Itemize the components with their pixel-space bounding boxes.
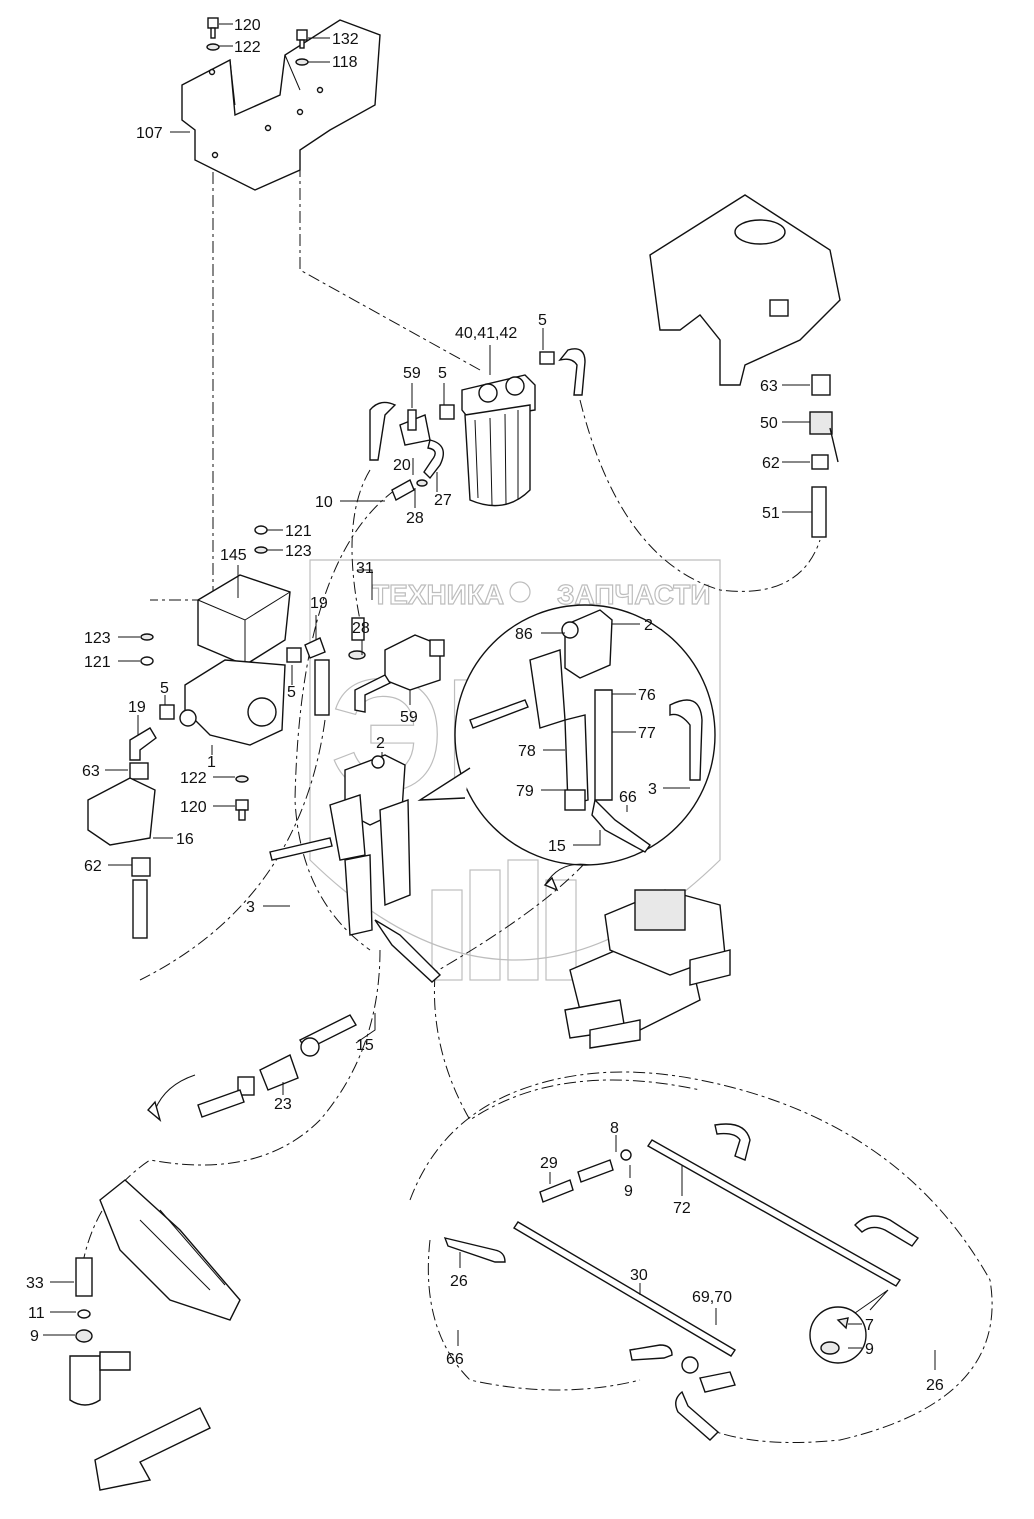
callout-23: 23 xyxy=(274,1096,292,1113)
callout-123-left: 123 xyxy=(84,630,111,647)
callout-9-mid: 9 xyxy=(624,1183,633,1200)
nozzle-detail-circle xyxy=(809,1289,889,1364)
callout-51: 51 xyxy=(762,505,780,522)
machine-cover xyxy=(649,194,841,386)
callout-66-detail: 66 xyxy=(619,789,637,806)
callout-3-left: 3 xyxy=(246,899,255,916)
callout-120-left: 120 xyxy=(180,799,207,816)
callout-62-left: 62 xyxy=(84,858,102,875)
callout-145: 145 xyxy=(220,547,247,564)
callout-78: 78 xyxy=(518,743,536,760)
nozzle-stack-33 xyxy=(69,1257,131,1406)
bracket-107 xyxy=(181,19,381,191)
callout-29: 29 xyxy=(540,1155,558,1172)
callout-7: 7 xyxy=(865,1317,874,1334)
callout-59-top: 59 xyxy=(403,365,421,382)
callout-40-41-42: 40,41,42 xyxy=(455,325,517,342)
callout-66-bottom: 66 xyxy=(446,1351,464,1368)
callout-16: 16 xyxy=(176,831,194,848)
coupling-23 xyxy=(197,1054,299,1118)
callout-121-top: 121 xyxy=(285,523,312,540)
gear-icon xyxy=(509,581,531,603)
callout-26-left: 26 xyxy=(450,1273,468,1290)
callout-120-top: 120 xyxy=(234,17,261,34)
callout-11: 11 xyxy=(28,1305,45,1322)
callout-33: 33 xyxy=(26,1275,44,1292)
water-filter xyxy=(461,374,536,507)
callout-63-right: 63 xyxy=(760,378,778,395)
callout-79: 79 xyxy=(516,783,534,800)
flow-arrow-bottom xyxy=(94,1407,211,1491)
watermark-left-text: ТЕХНИКА xyxy=(372,579,504,610)
callout-63-left: 63 xyxy=(82,763,100,780)
callout-107: 107 xyxy=(136,125,163,142)
callout-132: 132 xyxy=(332,31,359,48)
callout-77: 77 xyxy=(638,725,656,742)
callout-5-left: 5 xyxy=(160,680,169,697)
callout-27: 27 xyxy=(434,492,452,509)
callout-69-70: 69,70 xyxy=(692,1289,732,1306)
callout-50: 50 xyxy=(760,415,778,432)
left-fittings xyxy=(87,525,268,939)
callout-20: 20 xyxy=(393,457,411,474)
callout-9-right: 9 xyxy=(865,1341,874,1358)
filter-hoses xyxy=(369,348,586,501)
callout-10: 10 xyxy=(315,494,333,511)
spray-bar-30 xyxy=(443,1221,736,1441)
spray-bar-72 xyxy=(646,1123,920,1287)
callout-118: 118 xyxy=(332,54,358,71)
callout-62-right: 62 xyxy=(762,455,780,472)
callout-19-left: 19 xyxy=(128,699,146,716)
main-valve-assembly xyxy=(269,754,442,983)
milling-machine xyxy=(543,863,731,1049)
valve-block-145 xyxy=(197,574,291,666)
callout-122-left: 122 xyxy=(180,770,207,787)
callout-labels: 120 122 132 118 107 40,41,42 5 59 5 20 2… xyxy=(26,17,944,1394)
nozzle-parts-29 xyxy=(539,1149,632,1203)
valve-body-1 xyxy=(179,659,286,746)
callout-15-detail: 15 xyxy=(548,838,566,855)
zoom-detail xyxy=(417,604,716,866)
callout-26-right: 26 xyxy=(926,1377,944,1394)
callout-19-mid: 19 xyxy=(310,595,328,612)
callout-28-top: 28 xyxy=(406,510,424,527)
callout-86: 86 xyxy=(515,626,533,643)
callout-5-mid: 5 xyxy=(287,684,296,701)
callout-59-mid: 59 xyxy=(400,709,418,726)
callout-3-detail: 3 xyxy=(648,781,657,798)
callout-76: 76 xyxy=(638,687,656,704)
middle-fittings xyxy=(286,617,445,716)
spray-unit xyxy=(99,1179,241,1321)
wheat-emblem xyxy=(431,859,577,981)
callout-30: 30 xyxy=(630,1267,648,1284)
callout-5-top: 5 xyxy=(438,365,447,382)
callout-2-detail: 2 xyxy=(644,617,653,634)
pipe-15 xyxy=(299,1014,357,1057)
callout-31: 31 xyxy=(356,560,374,577)
callout-122-top: 122 xyxy=(234,39,261,56)
callout-72: 72 xyxy=(673,1200,691,1217)
callout-8: 8 xyxy=(610,1120,619,1137)
leader-lines xyxy=(43,23,936,1370)
screws-top xyxy=(206,17,309,66)
callout-121-left: 121 xyxy=(84,654,111,671)
callout-2-main: 2 xyxy=(376,735,385,752)
callout-5-filter: 5 xyxy=(538,312,547,329)
right-fittings xyxy=(809,374,839,538)
flow-arrow-down xyxy=(147,1074,196,1122)
callout-9-left: 9 xyxy=(30,1328,39,1345)
callout-28-mid: 28 xyxy=(352,620,370,637)
callout-123-top: 123 xyxy=(285,543,312,560)
callout-15-pipe: 15 xyxy=(356,1037,374,1054)
callout-1: 1 xyxy=(207,754,216,771)
